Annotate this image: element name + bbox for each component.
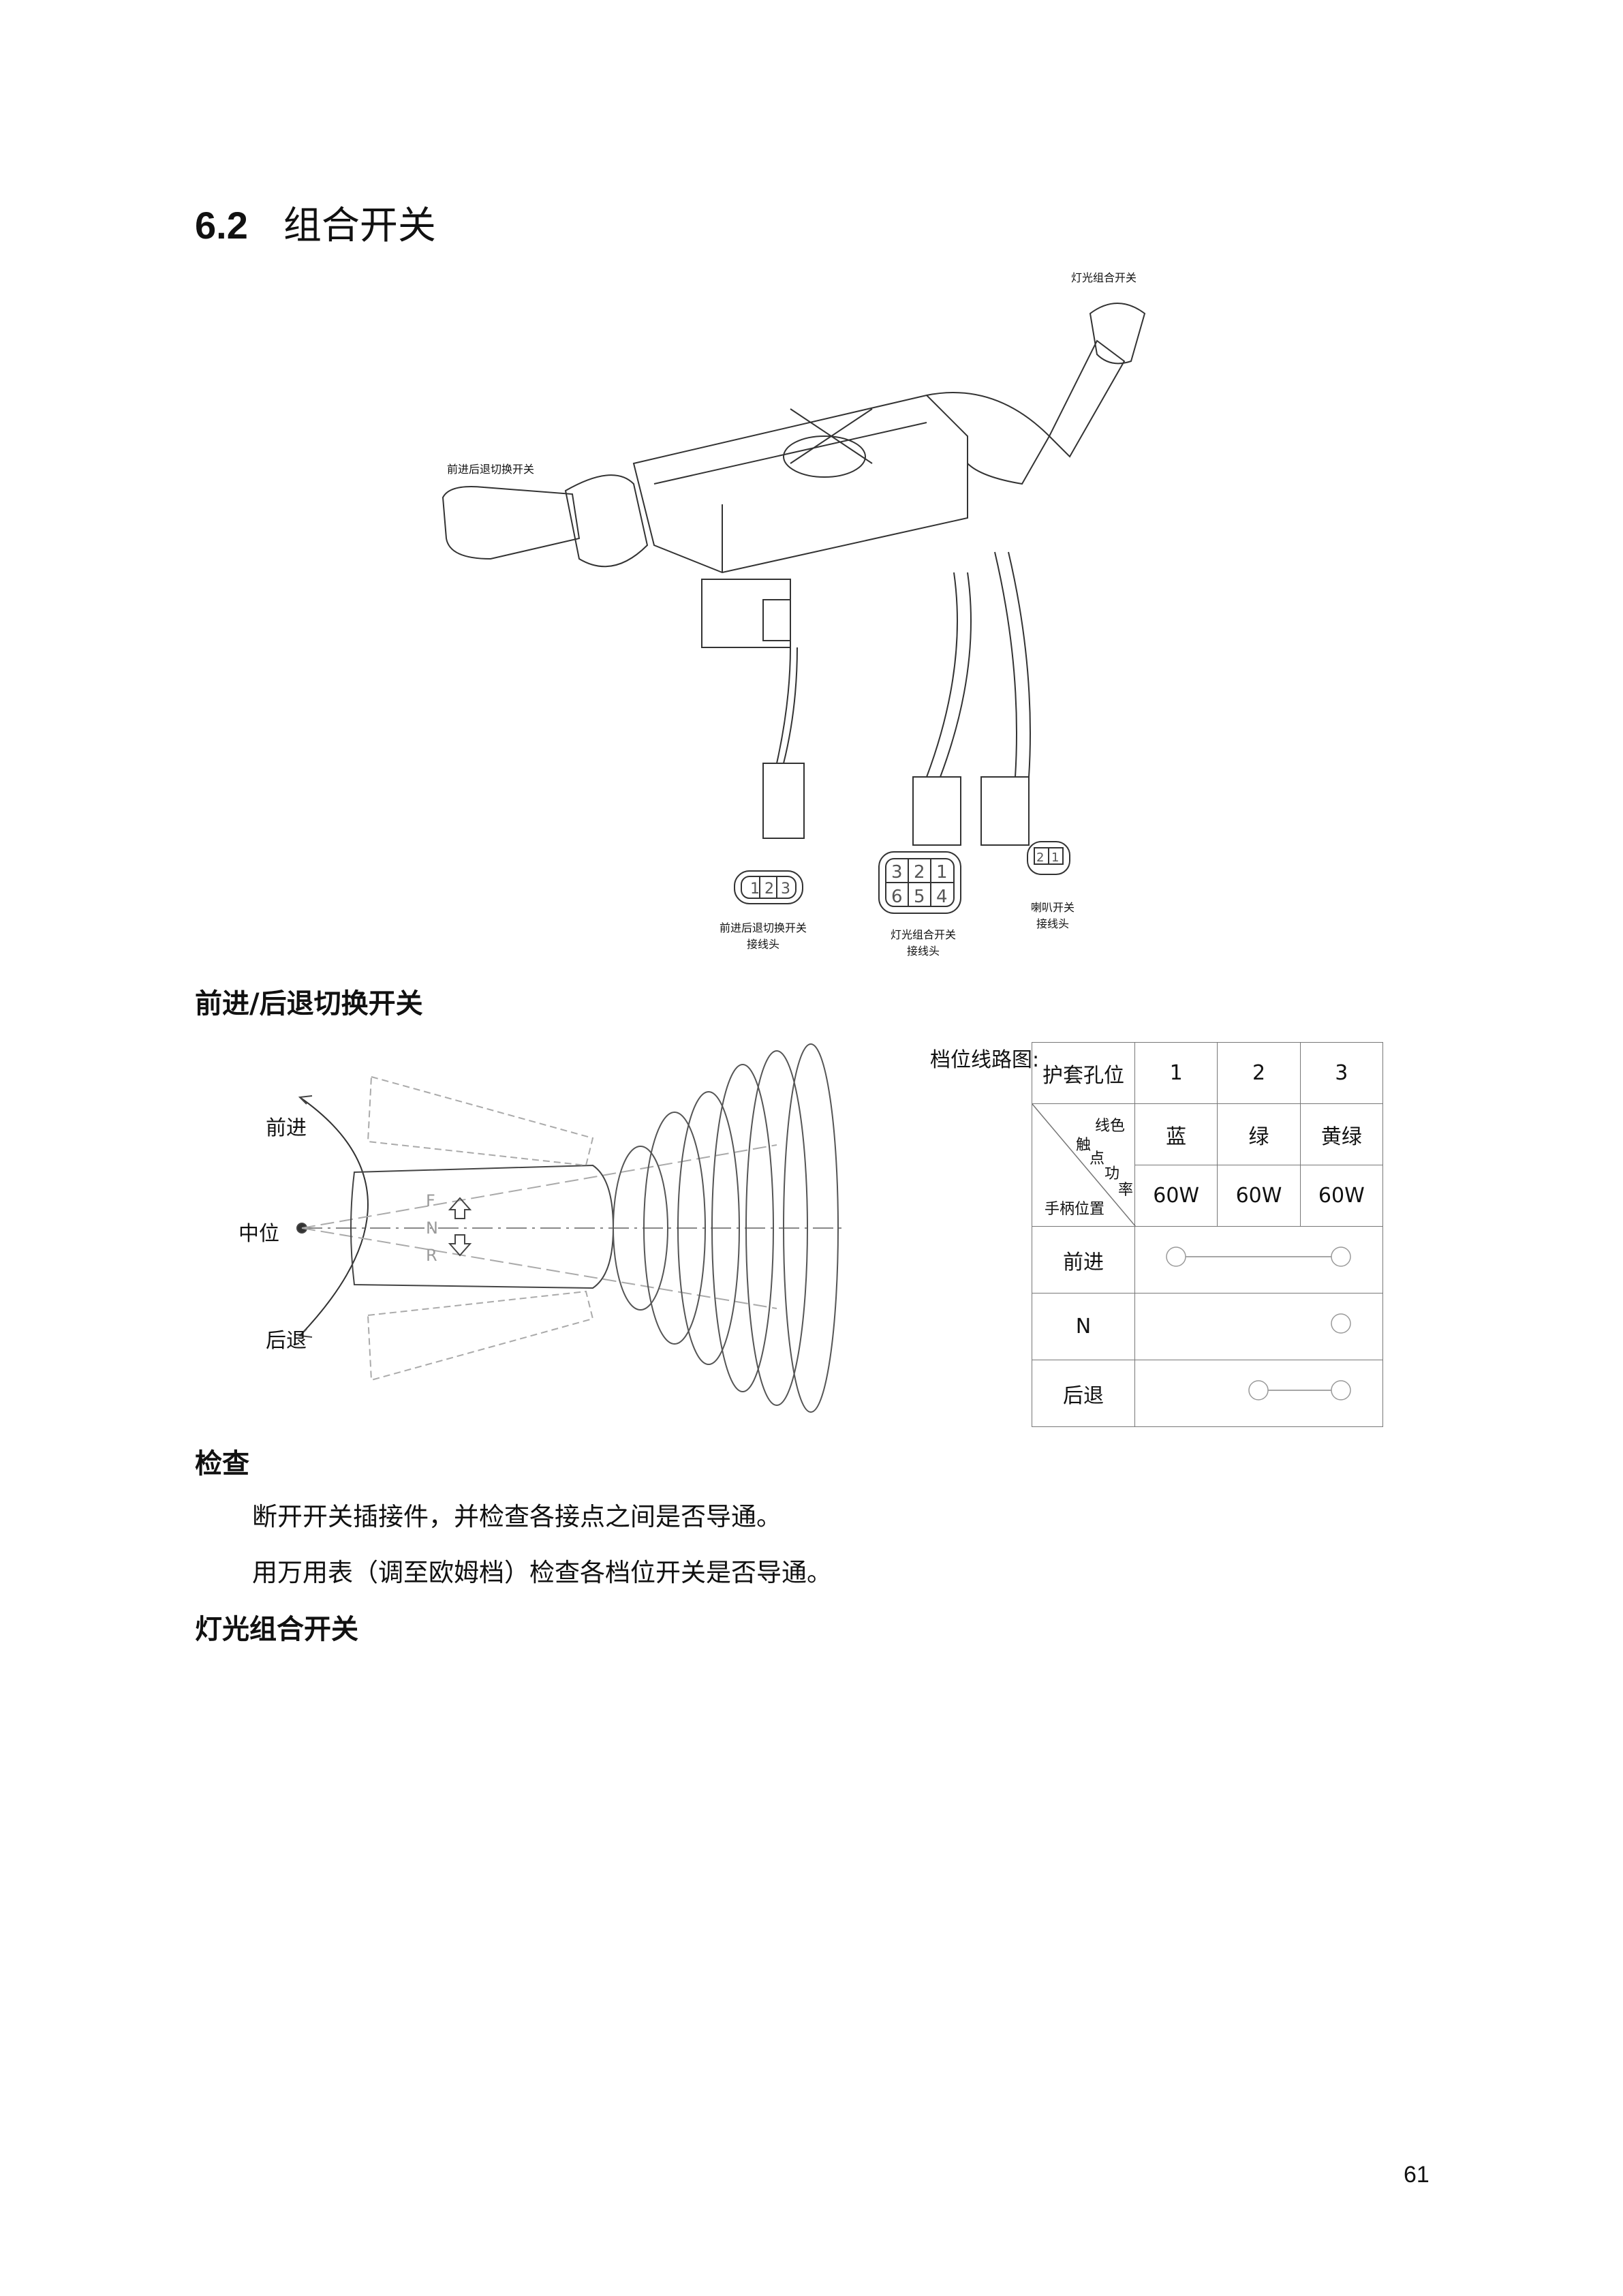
contact-diagram bbox=[1166, 1246, 1351, 1267]
arrow-down-icon bbox=[448, 1234, 472, 1257]
page-number: 61 bbox=[1404, 2162, 1429, 2188]
position-label: 后退 bbox=[1032, 1360, 1135, 1427]
check-heading: 检查 bbox=[195, 1448, 249, 1480]
header-label: 护套孔位 bbox=[1032, 1042, 1135, 1104]
contact-diagram bbox=[1248, 1380, 1351, 1400]
table-row: 前进 bbox=[1032, 1226, 1383, 1294]
label-line: 灯光组合开关 bbox=[890, 928, 956, 941]
diag-char: 功 bbox=[1104, 1165, 1120, 1182]
pin-label: 1 bbox=[936, 862, 948, 883]
pin-label: 3 bbox=[891, 862, 903, 883]
fr-switch-heading: 前进/后退切换开关 bbox=[195, 988, 423, 1020]
pin-label: 6 bbox=[891, 887, 903, 907]
connector-face-6pin: 3 2 1 6 5 4 bbox=[878, 851, 961, 914]
contact-point bbox=[1331, 1246, 1351, 1267]
wire-color: 黄绿 bbox=[1299, 1103, 1384, 1165]
diag-char: 率 bbox=[1118, 1182, 1134, 1199]
connector-label-fr: 前进后退切换开关接线头 bbox=[709, 920, 818, 953]
handle-position-label: 手柄位置 bbox=[1045, 1201, 1105, 1218]
gear-table-caption: 档位线路图: bbox=[930, 1048, 1040, 1072]
table-row: 后退 bbox=[1032, 1360, 1383, 1427]
pin-label: 2 bbox=[1036, 851, 1044, 865]
gear-circuit-table: 护套孔位 1 2 3 线色 触 点 功 率 手柄位置 蓝 绿 黄绿 60W 60… bbox=[1032, 1042, 1384, 1427]
label-line: 接线头 bbox=[906, 945, 940, 958]
fr-switch-label: 前进后退切换开关 bbox=[446, 463, 534, 476]
power: 60W bbox=[1134, 1165, 1218, 1227]
power: 60W bbox=[1299, 1165, 1384, 1227]
connector-label-light: 灯光组合开关接线头 bbox=[869, 927, 978, 960]
letter-f: F bbox=[426, 1191, 435, 1210]
diag-char: 触 bbox=[1076, 1137, 1092, 1154]
pin-label: 5 bbox=[914, 887, 925, 907]
power: 60W bbox=[1217, 1165, 1301, 1227]
pin-label: 4 bbox=[936, 887, 948, 907]
lever-reverse-label: 后退 bbox=[266, 1329, 307, 1353]
pin-label: 2 bbox=[914, 862, 925, 883]
wire-color: 绿 bbox=[1217, 1103, 1301, 1165]
contact-diagram bbox=[1331, 1313, 1351, 1334]
diag-char: 点 bbox=[1089, 1150, 1105, 1167]
letter-n: N bbox=[426, 1219, 438, 1238]
connector-face-2pin: 2 1 bbox=[1027, 841, 1070, 875]
light-switch-label: 灯光组合开关 bbox=[1070, 271, 1137, 284]
label-line: 喇叭开关 bbox=[1030, 901, 1075, 914]
contact-point bbox=[1331, 1313, 1351, 1334]
pin-label: 1 bbox=[1051, 851, 1059, 865]
label-line: 前进后退切换开关 bbox=[719, 921, 807, 934]
lever-forward-label: 前进 bbox=[266, 1116, 307, 1140]
label-line: 接线头 bbox=[1036, 917, 1069, 930]
hole-3: 3 bbox=[1299, 1042, 1384, 1104]
position-label: 前进 bbox=[1032, 1226, 1135, 1294]
check-paragraph-2: 用万用表（调至欧姆档）检查各档位开关是否导通。 bbox=[252, 1558, 832, 1587]
wire-color: 蓝 bbox=[1134, 1103, 1218, 1165]
combination-switch-drawing: 1 2 3 3 2 1 6 5 4 2 1 bbox=[442, 303, 1146, 914]
hole-1: 1 bbox=[1134, 1042, 1218, 1104]
lever-middle-label: 中位 bbox=[238, 1222, 279, 1246]
letter-r: R bbox=[426, 1246, 437, 1265]
position-label: N bbox=[1032, 1293, 1135, 1360]
arrow-up-icon bbox=[448, 1197, 472, 1219]
diagonal-header: 线色 触 点 功 率 手柄位置 bbox=[1032, 1103, 1136, 1227]
wire-color-label: 线色 bbox=[1094, 1118, 1125, 1135]
connector-label-horn: 喇叭开关接线头 bbox=[1012, 900, 1094, 932]
fr-lever-drawing: F N R bbox=[296, 1043, 845, 1413]
pin-label: 3 bbox=[781, 881, 790, 898]
contact-point bbox=[1166, 1246, 1186, 1267]
contact-point bbox=[1331, 1380, 1351, 1400]
connector-face-3pin: 1 2 3 bbox=[734, 870, 803, 904]
table-row: N bbox=[1032, 1293, 1383, 1360]
label-line: 接线头 bbox=[746, 938, 779, 951]
pin-label: 2 bbox=[764, 881, 774, 898]
pin-label: 1 bbox=[750, 881, 760, 898]
check-paragraph-1: 断开开关插接件，并检查各接点之间是否导通。 bbox=[252, 1502, 782, 1531]
light-switch-heading: 灯光组合开关 bbox=[195, 1614, 358, 1645]
hole-2: 2 bbox=[1217, 1042, 1301, 1104]
contact-point bbox=[1248, 1380, 1269, 1400]
